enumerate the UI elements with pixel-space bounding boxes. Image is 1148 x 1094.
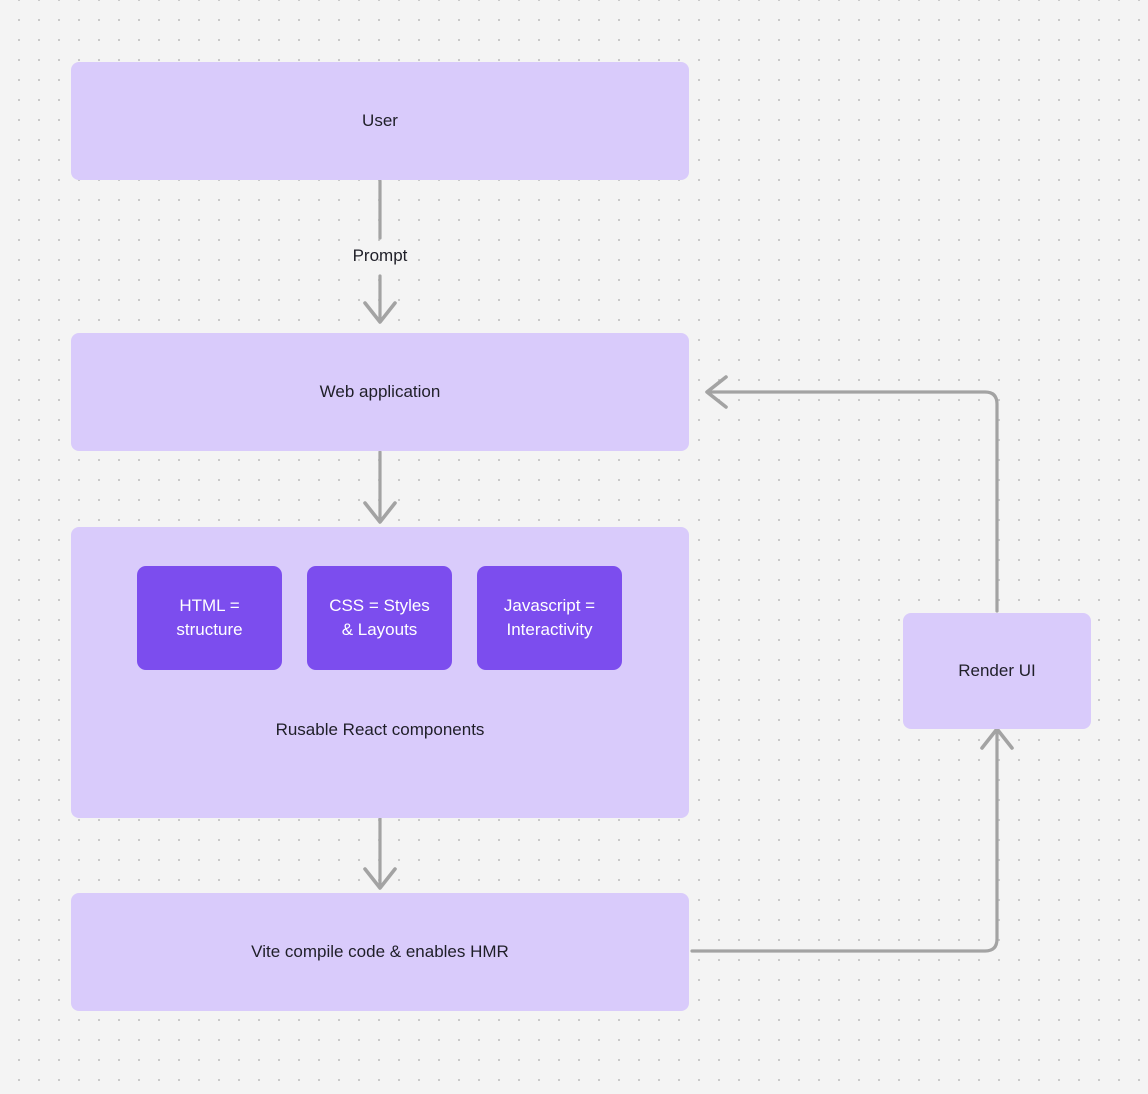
edge-vite-to-render-ui: [690, 727, 1014, 953]
chip-html[interactable]: HTML = structure: [137, 566, 282, 670]
node-render-ui[interactable]: Render UI: [903, 613, 1091, 729]
node-user-label: User: [362, 110, 398, 130]
chip-css[interactable]: CSS = Styles & Layouts: [307, 566, 452, 670]
node-web-application-label: Web application: [319, 381, 441, 401]
node-vite-label: Vite compile code & enables HMR: [251, 941, 509, 961]
edge-label-prompt: Prompt: [352, 246, 408, 265]
chip-html-line1: HTML =: [179, 595, 240, 615]
chip-javascript-line2: Interactivity: [506, 620, 593, 639]
edge-components-to-vite: [363, 816, 397, 890]
chip-html-line2: structure: [176, 620, 243, 639]
chip-css-line1: CSS = Styles: [329, 595, 430, 615]
node-vite[interactable]: Vite compile code & enables HMR: [71, 893, 689, 1011]
edge-web-application-to-components: [363, 450, 397, 524]
components-group-caption: Rusable React components: [275, 720, 485, 739]
chip-javascript[interactable]: Javascript = Interactivity: [477, 566, 622, 670]
edge-render-ui-to-web-application: [705, 375, 999, 613]
node-render-ui-label: Render UI: [958, 660, 1036, 680]
chip-css-line2: & Layouts: [341, 620, 418, 639]
node-user[interactable]: User: [71, 62, 689, 180]
edge-user-to-web-application: [363, 179, 397, 324]
node-web-application[interactable]: Web application: [71, 333, 689, 451]
chip-javascript-line1: Javascript =: [503, 595, 596, 615]
